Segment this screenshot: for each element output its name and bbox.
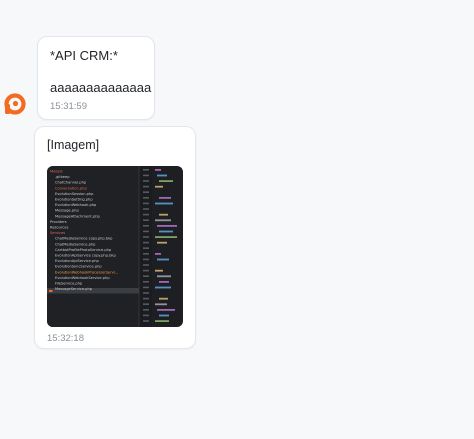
line-number <box>143 320 149 322</box>
code-line <box>155 185 163 188</box>
line-number <box>143 208 149 210</box>
file-tree-item: Services <box>50 231 65 235</box>
line-number <box>143 297 149 300</box>
code-line <box>155 303 167 306</box>
line-number <box>143 258 149 261</box>
line-number <box>143 191 149 193</box>
file-tree-item: EvolutionApiService copy.php.bkp <box>55 254 116 258</box>
file-tree-item: CartbotProfilePhotoService.php <box>55 248 112 252</box>
file-tree-item: MessageAttachment.php <box>55 214 101 218</box>
code-line <box>157 275 171 278</box>
line-number <box>143 292 149 294</box>
code-line <box>155 269 163 272</box>
line-number <box>143 185 149 188</box>
code-line <box>157 258 169 261</box>
line-number <box>143 202 149 205</box>
line-number <box>143 314 149 317</box>
message-title: *API CRM:* <box>50 48 118 63</box>
line-number <box>143 264 149 266</box>
message-text: aaaaaaaaaaaaaa <box>50 80 152 95</box>
message-bubble[interactable]: *API CRM:* aaaaaaaaaaaaaa 15:31:59 <box>37 36 155 120</box>
line-number <box>143 197 149 199</box>
file-tree-item: ChatMediaService.php <box>55 242 96 246</box>
code-line <box>155 320 169 322</box>
line-number <box>143 269 149 272</box>
message-timestamp: 15:31:59 <box>50 101 87 112</box>
line-number <box>143 253 149 255</box>
code-line <box>159 297 168 300</box>
file-tree-item: ChatMediaService copy.php.bkp <box>55 237 113 241</box>
code-line <box>159 281 169 283</box>
message-timestamp: 15:32:18 <box>47 333 84 344</box>
line-number <box>143 303 149 305</box>
line-number <box>143 213 149 216</box>
code-line <box>155 286 171 289</box>
code-line <box>155 253 161 255</box>
line-number <box>143 247 149 249</box>
line-number <box>143 180 149 182</box>
line-number <box>143 219 149 221</box>
code-line <box>157 225 177 227</box>
file-tree-item: Conversation.php <box>55 186 87 190</box>
file-tree-item: MessageService.php <box>55 287 93 291</box>
file-tree-item: Providers <box>50 220 67 224</box>
contact-avatar-icon[interactable] <box>3 89 31 117</box>
file-tree-item: EvolutionWebhookProcessorServi... <box>55 270 118 274</box>
image-label: [Imagem] <box>47 138 100 152</box>
line-number <box>143 230 149 233</box>
line-number <box>143 286 149 289</box>
code-lines <box>155 169 177 322</box>
code-line <box>159 180 173 182</box>
file-tree-item: Models <box>50 170 63 174</box>
code-line <box>159 197 171 199</box>
code-line <box>159 213 168 216</box>
code-line <box>155 202 173 205</box>
code-line <box>159 230 173 233</box>
line-number <box>143 241 149 244</box>
code-line <box>157 309 175 311</box>
image-thumbnail[interactable]: Models.gitkeepChatChannel.phpConversatio… <box>47 166 183 327</box>
file-tree-item: EvolutionSyncService.php <box>55 265 102 269</box>
file-tree-item: EvolutionWebhook.php <box>55 203 97 207</box>
line-number <box>143 174 149 177</box>
line-numbers <box>143 169 149 322</box>
line-number <box>143 169 149 171</box>
file-tree-item: EvolutionSetting.php <box>55 198 93 202</box>
line-number <box>143 309 149 311</box>
file-tree-item: EvolutionWebhookService.php <box>55 276 110 280</box>
file-tree-item: FileService.php <box>55 282 83 286</box>
file-tree-item: ChatChannel.php <box>55 181 87 185</box>
file-tree-item: EvolutionSession.php <box>55 192 94 196</box>
code-line <box>159 314 169 317</box>
code-line <box>155 169 161 171</box>
file-tree-item: Message.php <box>55 209 79 213</box>
code-line <box>155 219 171 222</box>
code-line <box>155 236 177 238</box>
line-number <box>143 236 149 238</box>
code-line <box>157 174 167 177</box>
line-number <box>143 225 149 227</box>
code-line <box>157 241 167 244</box>
line-number <box>143 281 149 283</box>
file-tree-item: .gitkeep <box>55 175 70 179</box>
file-tree: Models.gitkeepChatChannel.phpConversatio… <box>50 170 118 292</box>
line-number <box>143 275 149 277</box>
file-tree-item: EvolutionApiService.php <box>55 259 99 263</box>
file-tree-item: Resources <box>50 226 68 230</box>
